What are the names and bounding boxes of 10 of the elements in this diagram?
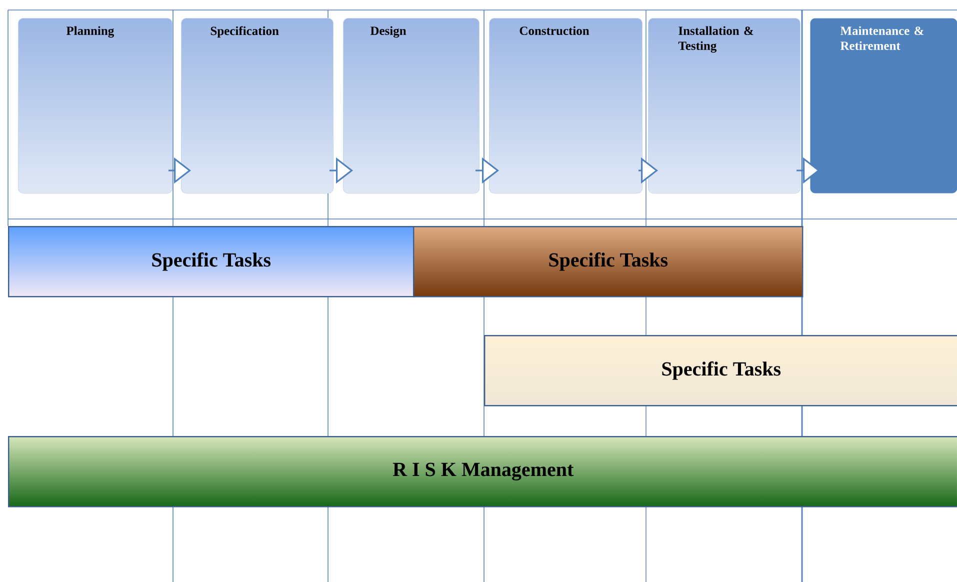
- task-bar: Specific Tasks: [484, 335, 957, 406]
- phase-box: Installation & Testing: [648, 18, 800, 194]
- task-bar: Specific Tasks: [413, 226, 804, 298]
- phase-box: Maintenance & Retirement: [810, 18, 957, 194]
- phase-box: Construction: [489, 18, 642, 194]
- phase-box: Planning: [18, 18, 172, 194]
- phase-box: Specification: [181, 18, 334, 194]
- task-bar: Specific Tasks: [8, 226, 414, 298]
- phase-box: Design: [343, 18, 480, 194]
- task-bar: R I S K Management: [8, 436, 957, 508]
